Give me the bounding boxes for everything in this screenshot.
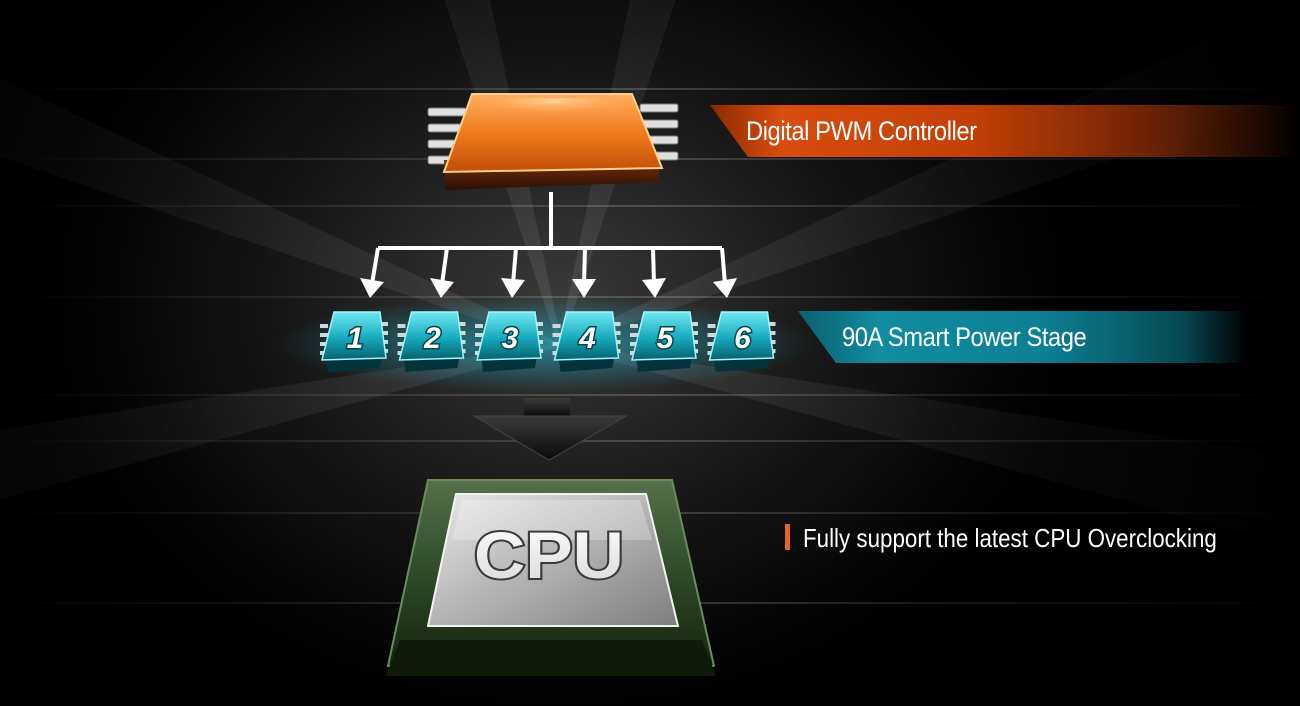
distribution-arrows [370, 192, 727, 285]
power-stage-chip-2: 2 [397, 311, 466, 372]
down-arrow-icon [472, 398, 628, 461]
power-stage-number: 4 [578, 322, 596, 355]
light-streak [0, 88, 1300, 90]
pwm-controller-label: Digital PWM Controller [746, 116, 977, 146]
pwm-controller-chip [427, 93, 679, 190]
cpu-chip: CPU [386, 479, 716, 676]
power-stage-number: 6 [734, 322, 751, 355]
power-stage-chip-4: 4 [552, 311, 621, 372]
cpu-label: CPU [474, 518, 624, 592]
light-streak [0, 394, 1300, 396]
arrow-heads [360, 278, 737, 298]
pwm-controller-banner: Digital PWM Controller [710, 105, 1300, 157]
power-stage-number: 2 [423, 322, 441, 355]
power-stage-number: 3 [502, 322, 519, 355]
feature-marker [785, 524, 790, 550]
power-stage-banner: 90A Smart Power Stage [798, 311, 1248, 363]
light-streak [0, 296, 1300, 298]
feature-text: Fully support the latest CPU Overclockin… [803, 523, 1217, 553]
power-stage-number: 1 [347, 322, 364, 355]
power-stage-chip-1: 1 [320, 311, 388, 372]
light-streak [0, 440, 1300, 442]
power-stage-label: 90A Smart Power Stage [842, 322, 1087, 352]
power-stage-chip-3: 3 [475, 311, 543, 372]
power-stage-chip-5: 5 [630, 311, 698, 372]
power-stage-number: 5 [657, 322, 675, 355]
light-streak [0, 205, 1300, 207]
power-stage-chips: 1 2 3 4 5 6 [320, 311, 776, 372]
power-stage-chip-6: 6 [707, 311, 776, 372]
